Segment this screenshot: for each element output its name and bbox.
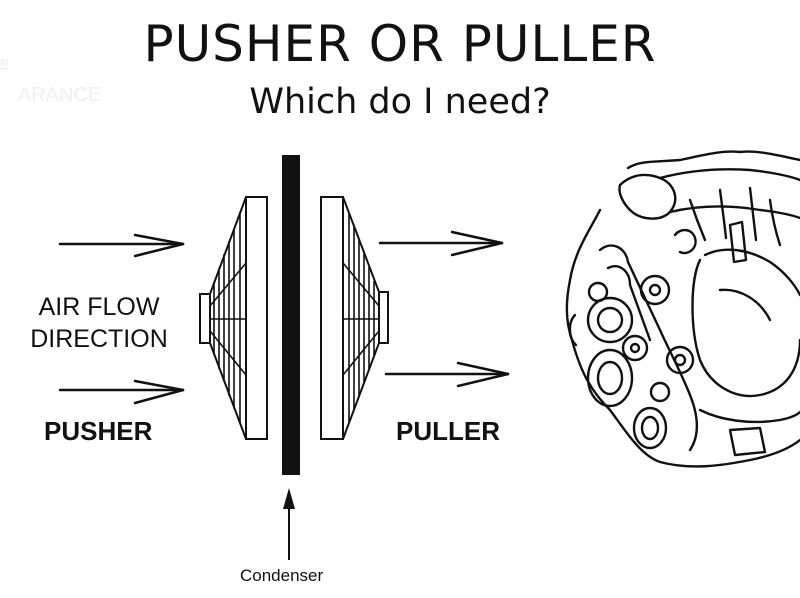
page-subtitle: Which do I need? [249, 82, 551, 122]
arrow-right-icon [58, 379, 185, 405]
air-flow-direction-label: AIR FLOW DIRECTION [24, 291, 174, 355]
puller-label: PULLER [396, 416, 500, 446]
page-title: PUSHER OR PULLER [143, 15, 657, 73]
engine-illustration [565, 150, 800, 468]
air-flow-line2: DIRECTION [30, 325, 168, 353]
watermark-fragment: E [0, 56, 10, 72]
air-flow-line1: AIR FLOW [38, 293, 160, 321]
condenser-label: Condenser [240, 566, 324, 585]
arrow-right-icon [378, 230, 504, 257]
condenser-pointer-arrow [283, 488, 295, 560]
pusher-label: PUSHER [44, 416, 153, 446]
pusher-fan-icon [199, 196, 268, 440]
arrow-right-icon [58, 233, 185, 258]
puller-fan-icon [320, 196, 389, 440]
watermark-text: ARANCE [18, 84, 102, 106]
arrow-right-icon [384, 361, 510, 388]
condenser-bar-icon [282, 155, 300, 475]
